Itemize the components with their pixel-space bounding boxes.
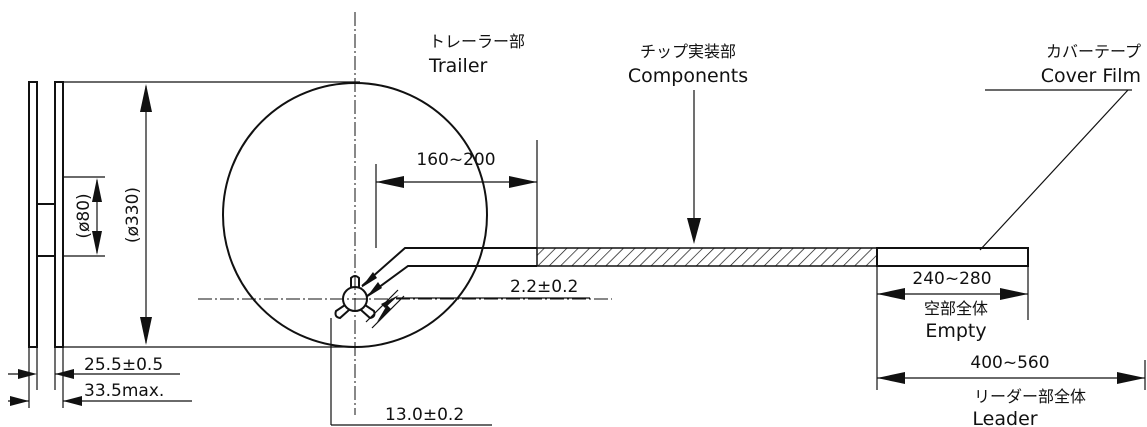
hub-diameter-dimension: (ø80)	[74, 178, 102, 255]
empty-dimension: 240~280 空部全体 Empty	[876, 266, 1029, 390]
empty-en-label: Empty	[925, 320, 986, 342]
components-jp-label: チップ実装部	[640, 42, 736, 61]
reel-side-view	[28, 81, 360, 408]
components-callout: チップ実装部 Components	[628, 42, 748, 244]
components-en-label: Components	[628, 65, 748, 87]
reel-diameter-label: (ø330)	[123, 187, 143, 243]
inner-width-label: 25.5±0.5	[84, 355, 163, 375]
hub-diameter-label: (ø80)	[74, 193, 94, 238]
trailer-length-label: 160~200	[416, 150, 495, 170]
trailer-en-label: Trailer	[428, 55, 488, 77]
trailer-dimension: 160~200 トレーラー部 Trailer	[375, 32, 538, 248]
slot-dimension: 2.2±0.2	[365, 277, 590, 329]
tape	[361, 247, 1029, 298]
trailer-jp-label: トレーラー部	[429, 32, 525, 51]
reel-front-view	[198, 12, 612, 415]
leader-length-label: 400~560	[970, 353, 1049, 373]
leader-dimension: 400~560 リーダー部全体 Leader	[877, 353, 1146, 427]
cover-film-callout: カバーテープ Cover Film	[979, 42, 1141, 251]
max-width-label: 33.5max.	[84, 381, 164, 401]
slot-width-label: 2.2±0.2	[510, 277, 578, 297]
hub-circle	[342, 286, 368, 312]
leader-en-label: Leader	[972, 408, 1037, 427]
cover-film-tape	[876, 247, 1029, 267]
width-dimensions: 25.5±0.5 33.5max.	[8, 355, 192, 406]
arbor-label: 13.0±0.2	[385, 405, 464, 425]
leader-jp-label: リーダー部全体	[974, 387, 1086, 406]
cover-jp-label: カバーテープ	[1046, 42, 1141, 61]
cover-en-label: Cover Film	[1041, 65, 1141, 87]
reel-diameter-dimension: (ø330)	[123, 84, 152, 345]
components-hatched-zone	[536, 247, 878, 267]
empty-length-label: 240~280	[912, 269, 991, 289]
empty-jp-label: 空部全体	[924, 299, 988, 318]
reel-flange-circle	[222, 82, 488, 348]
arbor-dimension: 13.0±0.2	[330, 318, 492, 426]
